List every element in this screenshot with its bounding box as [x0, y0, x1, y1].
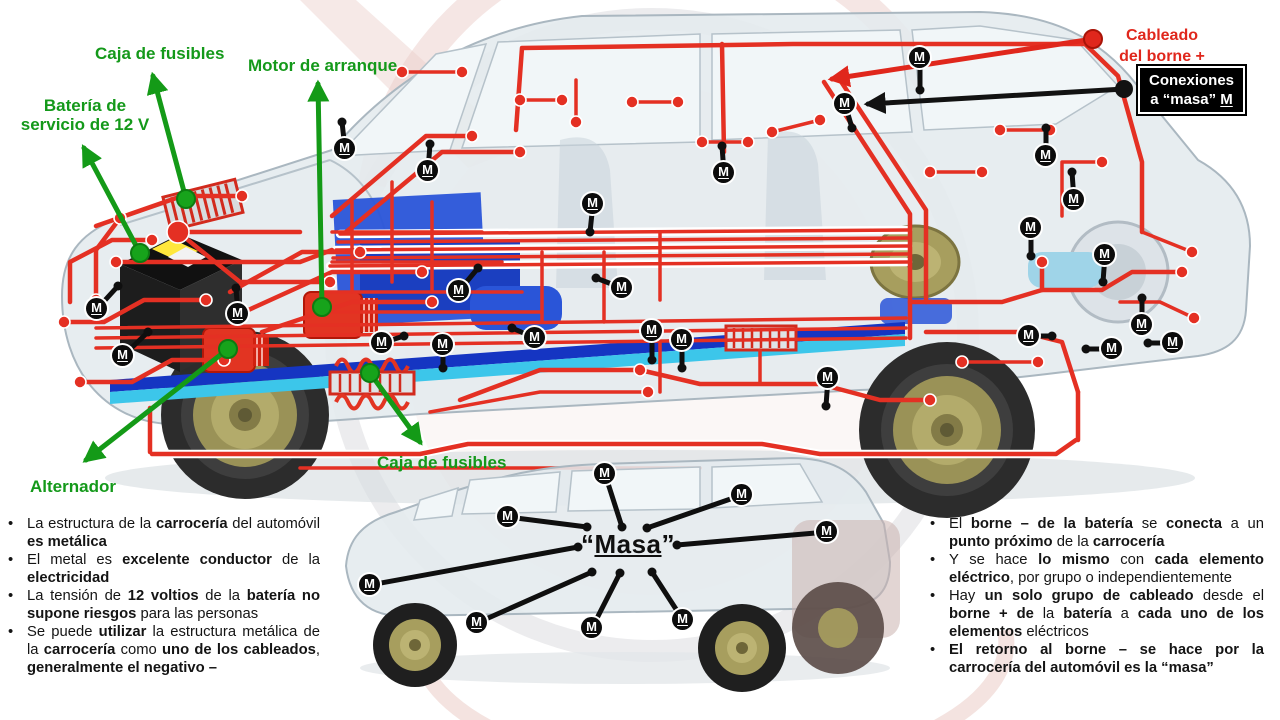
ground-badge: M	[816, 521, 837, 542]
bullet-marker: •	[8, 516, 14, 532]
ground-badge: M	[1018, 325, 1039, 346]
note-item: • El retorno al borne – se hace por la c…	[930, 641, 1264, 677]
masa-label: “Masa”	[580, 529, 676, 559]
label-battery: Batería de servicio de 12 V	[20, 96, 150, 134]
ground-badge: M	[359, 574, 380, 595]
ground-badge: M	[581, 617, 602, 638]
ground-badge: M	[672, 609, 693, 630]
ground-badge: M	[1131, 314, 1152, 335]
note-item: • El borne – de la batería se conecta a …	[930, 515, 1264, 551]
ground-badge: M	[582, 193, 603, 214]
label-leader-lines	[81, 29, 1133, 463]
note-text: La tensión de 12 voltios de la batería n…	[27, 588, 321, 622]
left-notes: • La estructura de la carrocería del aut…	[8, 515, 320, 677]
ground-badge: M	[86, 298, 107, 319]
ground-badge: M	[112, 345, 133, 366]
note-item: • La tensión de 12 voltios de la batería…	[8, 587, 320, 623]
note-text: La estructura de la carrocería del autom…	[27, 516, 321, 550]
ground-badge: M	[1020, 217, 1041, 238]
note-item: • La estructura de la carrocería del aut…	[8, 515, 320, 551]
ground-badge: M	[448, 280, 469, 301]
rear-wheel	[859, 342, 1035, 518]
right-notes: • El borne – de la batería se conecta a …	[930, 515, 1264, 677]
ground-badge: M	[1162, 332, 1183, 353]
label-fusebox-top: Caja de fusibles	[95, 44, 225, 63]
ground-badge: M	[227, 303, 248, 324]
ground-badge: M	[713, 162, 734, 183]
bullet-marker: •	[930, 588, 936, 604]
masa-front-wheel	[373, 603, 457, 687]
bullet-marker: •	[930, 642, 936, 658]
note-item: • Se puede utilizar la estructura metáli…	[8, 623, 320, 677]
masa-car-illustration	[344, 456, 900, 692]
label-alternator: Alternador	[30, 477, 116, 496]
ground-badge: M	[731, 484, 752, 505]
bullet-marker: •	[8, 624, 14, 640]
chassis-cable-cyan	[110, 334, 905, 404]
bullet-marker: •	[8, 588, 14, 604]
ground-badge: M	[1094, 244, 1115, 265]
label-fusebox-bottom: Caja de fusibles	[377, 453, 507, 472]
bullet-marker: •	[930, 516, 936, 532]
ground-badge: M	[524, 327, 545, 348]
note-item: • Y se hace lo mismo con cada elemento e…	[930, 551, 1264, 587]
note-text: El metal es excelente conductor de la el…	[27, 552, 320, 586]
ground-badge: M	[497, 506, 518, 527]
positive-wiring-dot	[1083, 29, 1103, 49]
ground-badge: M	[432, 334, 453, 355]
ground-badge: M	[466, 612, 487, 633]
masa-rear-wheel	[698, 604, 786, 692]
ground-box-line2: a “masa” M	[1150, 91, 1233, 108]
note-text: El borne – de la batería se conecta a un…	[949, 516, 1264, 550]
ground-badge: M	[1101, 338, 1122, 359]
ground-box-line1: Conexiones	[1149, 72, 1235, 89]
ground-badge: M	[417, 160, 438, 181]
ground-badge: M	[1035, 145, 1056, 166]
note-item: • El metal es excelente conductor de la …	[8, 551, 320, 587]
ground-badge: M	[334, 138, 355, 159]
ground-badge: M	[611, 277, 632, 298]
ground-badge: M	[817, 367, 838, 388]
note-text: Hay un solo grupo de cableado desde el b…	[949, 588, 1265, 640]
note-text: El retorno al borne – se hace por la car…	[949, 642, 1264, 676]
wiring-harness	[57, 41, 1201, 470]
ground-badge: M	[641, 320, 662, 341]
bullet-marker: •	[930, 552, 936, 568]
note-item: • Hay un solo grupo de cableado desde el…	[930, 587, 1264, 641]
note-text: Y se hace lo mismo con cada elemento elé…	[949, 552, 1264, 586]
bullet-marker: •	[8, 552, 14, 568]
ground-badge-links	[94, 55, 1176, 631]
note-text: Se puede utilizar la estructura metálica…	[27, 624, 321, 676]
ground-connections-box: Conexiones a “masa” M	[1136, 64, 1248, 116]
ground-badge: M	[371, 332, 392, 353]
label-positive-wiring: Cableado del borne +	[1119, 27, 1205, 65]
ground-badge: M	[909, 47, 930, 68]
ground-badge: M	[594, 463, 615, 484]
ground-box-dot	[1115, 80, 1133, 98]
ground-badge: M	[671, 329, 692, 350]
ground-badge: M	[1063, 189, 1084, 210]
ground-badge: M	[834, 93, 855, 114]
label-starter-motor: Motor de arranque	[248, 56, 398, 75]
